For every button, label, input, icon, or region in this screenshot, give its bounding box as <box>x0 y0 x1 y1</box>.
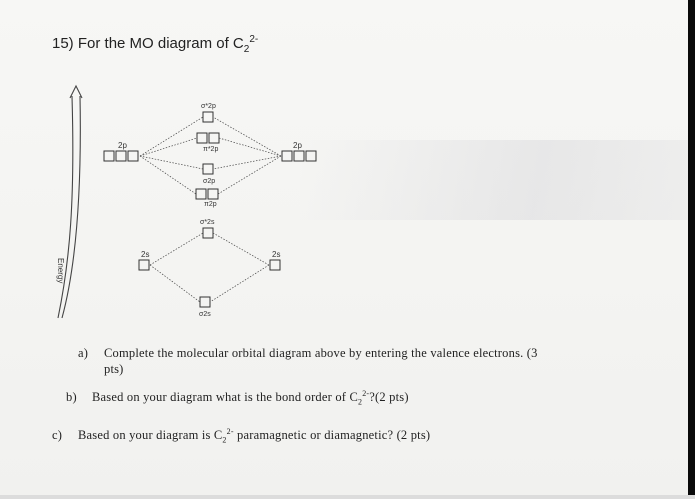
part-c-marker: c) <box>52 428 63 443</box>
energy-axis-label: Energy <box>56 258 65 283</box>
part-b-marker: b) <box>66 390 77 405</box>
pi-2p-boxes[interactable] <box>195 188 219 200</box>
part-c-tail: paramagnetic or diamagnetic? (2 pts) <box>233 428 431 443</box>
left-2p-orbitals[interactable] <box>103 150 139 162</box>
part-c-text: Based on your diagram is C <box>78 428 223 443</box>
pi-star-2p-label: π*2p <box>203 146 218 153</box>
part-b-sup: 2- <box>362 389 370 398</box>
right-2p-orbitals[interactable] <box>281 150 317 162</box>
sigma-2p-box[interactable] <box>202 163 214 175</box>
2s-correlation-lines <box>149 232 270 303</box>
part-a: a) Complete the molecular orbital diagram… <box>78 346 538 361</box>
part-a-line2: pts) <box>104 362 124 376</box>
photo-edge-right <box>688 0 695 499</box>
photo-edge-bottom <box>0 495 695 499</box>
part-a-continued: pts) <box>104 362 124 377</box>
part-a-line1: Complete the molecular orbital diagram a… <box>104 346 538 360</box>
sigma-star-2s-label: σ*2s <box>200 219 215 226</box>
sigma-star-2p-label: σ*2p <box>201 103 216 110</box>
part-a-marker: a) <box>78 346 89 360</box>
part-b-text: Based on your diagram what is the bond o… <box>92 390 358 405</box>
part-b: b) Based on your diagram what is the bond… <box>66 389 409 407</box>
part-c-sup: 2- <box>226 427 234 436</box>
part-c-sub: 2 <box>222 435 227 445</box>
sigma-2p-label: σ2p <box>203 178 215 185</box>
sigma-2s-box[interactable] <box>199 296 211 308</box>
energy-arrow <box>57 84 83 319</box>
question-number: 15) <box>52 35 74 52</box>
question-text: For the MO diagram of C <box>77 35 244 52</box>
pi-star-2p-boxes[interactable] <box>196 132 220 144</box>
left-2p-label: 2p <box>118 141 127 150</box>
right-2s-label: 2s <box>272 250 280 259</box>
right-2s-box[interactable] <box>269 259 281 271</box>
question-subscript: 2 <box>243 44 250 55</box>
question-superscript: 2- <box>249 34 259 45</box>
part-c: c) Based on your diagram is C22- paramagn… <box>52 427 430 445</box>
photo-shadow <box>300 140 695 220</box>
question-title: 15) For the MO diagram of C22- <box>52 34 258 55</box>
sigma-star-2s-box[interactable] <box>202 227 214 239</box>
2p-correlation-lines <box>139 116 282 195</box>
part-b-tail: ?(2 pts) <box>369 390 409 405</box>
left-2s-label: 2s <box>141 250 149 259</box>
sigma-2s-label: σ2s <box>199 311 211 318</box>
right-2p-label: 2p <box>293 141 302 150</box>
part-b-sub: 2 <box>358 397 363 407</box>
left-2s-box[interactable] <box>138 259 150 271</box>
sigma-star-2p-box[interactable] <box>202 111 214 123</box>
pi-2p-label: π2p <box>204 201 217 208</box>
